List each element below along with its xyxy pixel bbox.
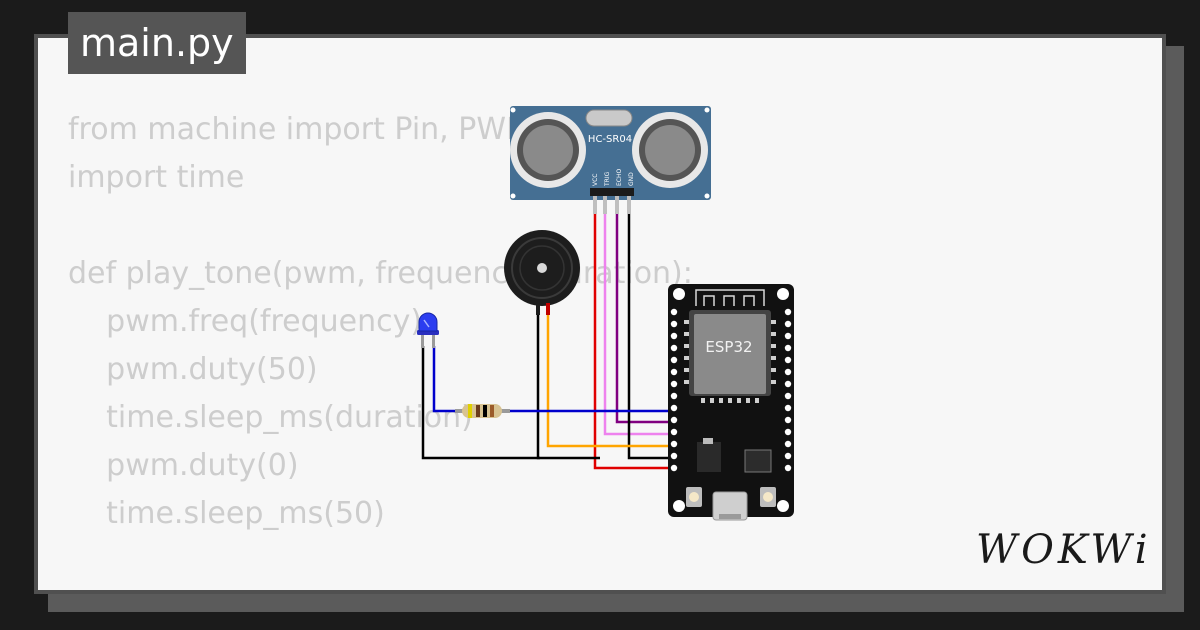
chip-label: ESP32 bbox=[705, 338, 752, 356]
wire-red bbox=[593, 198, 670, 470]
code-line: import time bbox=[68, 160, 245, 195]
wire-black-led bbox=[421, 346, 540, 460]
wire-violet bbox=[603, 198, 670, 436]
code-line: time.sleep_ms(duration) bbox=[68, 400, 473, 435]
wire-black-sensor bbox=[627, 198, 670, 460]
esp32-board-icon[interactable]: ESP32 bbox=[668, 284, 794, 521]
code-line: pwm.freq(frequency) bbox=[68, 304, 423, 339]
wokwi-logo: WOKWi bbox=[976, 527, 1152, 573]
wire-orange bbox=[546, 306, 670, 448]
sensor-name-label: HC-SR04 bbox=[588, 134, 632, 145]
wires bbox=[421, 198, 670, 470]
resistor-icon[interactable] bbox=[455, 404, 510, 418]
code-line: time.sleep_ms(50) bbox=[68, 496, 385, 531]
wire-blue-led bbox=[432, 346, 460, 413]
code-line: pwm.duty(50) bbox=[68, 352, 318, 387]
sensor-pin-gnd: GND bbox=[628, 172, 635, 186]
wire-purple bbox=[615, 198, 670, 424]
sensor-pin-vcc: VCC bbox=[592, 174, 599, 186]
ultrasonic-sensor-icon[interactable]: HC-SR04 VCC TRIG ECHO GND bbox=[510, 106, 711, 214]
file-tab[interactable]: main.py bbox=[68, 12, 246, 74]
code-line: pwm.duty(0) bbox=[68, 448, 299, 483]
led-icon[interactable] bbox=[417, 312, 439, 348]
sensor-pin-echo: ECHO bbox=[616, 169, 623, 186]
sensor-pin-trig: TRIG bbox=[604, 171, 611, 187]
buzzer-icon[interactable] bbox=[504, 230, 580, 315]
